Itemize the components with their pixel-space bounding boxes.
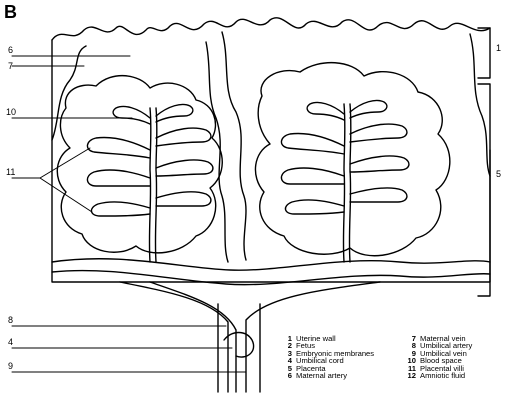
uterine-wall-surface	[52, 18, 490, 40]
callout-11: 11	[6, 168, 15, 177]
bracket-1	[478, 28, 490, 78]
callout-6: 6	[8, 46, 13, 55]
callout-9: 9	[8, 362, 13, 371]
callout-8: 8	[8, 316, 13, 325]
panel-label: B	[4, 3, 17, 21]
placental-septum-right	[470, 34, 490, 176]
villous-tree-right	[281, 100, 409, 262]
umbilical-artery-path	[120, 282, 228, 392]
callout-5: 5	[496, 170, 501, 179]
cord-vessel-inner	[150, 282, 236, 392]
callout-4: 4	[8, 338, 13, 347]
callout-7: 7	[8, 62, 13, 71]
callout-1: 1	[496, 44, 501, 53]
maternal-lobe-right	[255, 63, 449, 256]
maternal-lobe-left	[57, 76, 222, 253]
chorionic-vessel-upper	[52, 259, 490, 270]
callout-10: 10	[6, 108, 16, 117]
bracket-5	[478, 84, 490, 296]
placental-septum-mid-2	[206, 42, 228, 262]
